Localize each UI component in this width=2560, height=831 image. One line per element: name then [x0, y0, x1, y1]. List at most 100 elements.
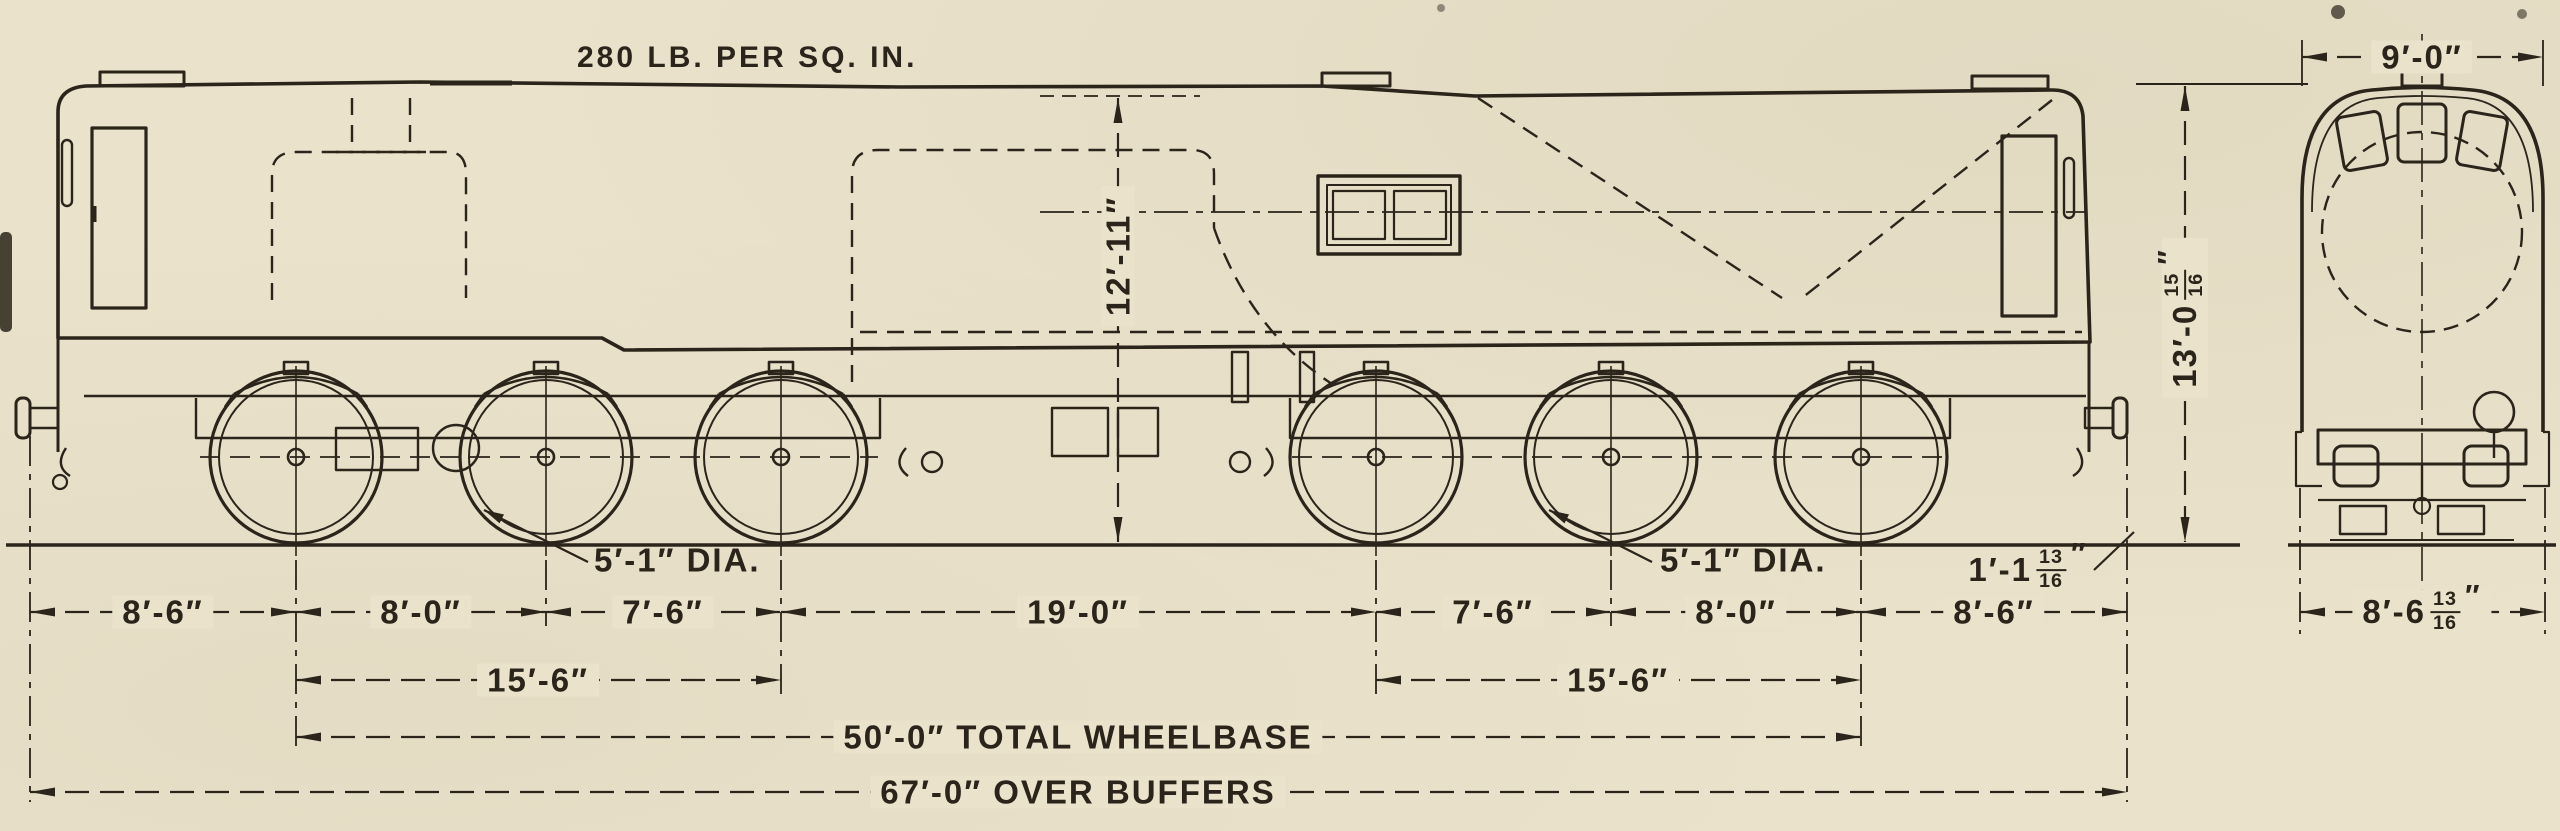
dim-axle-spacing-5: 7′-6″	[1442, 595, 1544, 629]
dim-whole: 8′-6	[2362, 593, 2427, 631]
fraction-denominator: 16	[2433, 612, 2458, 635]
coupling-hook-ring	[2412, 496, 2432, 516]
bogie-frame-left	[194, 398, 882, 440]
window-pane-left	[1331, 189, 1387, 241]
leader-wheel-dia-right	[1548, 509, 1653, 563]
dim-front-width: 9′-0″	[2371, 40, 2473, 74]
dashed-firebox-casing	[850, 148, 1216, 382]
dim-axle-spacing-3: 7′-6″	[612, 595, 714, 629]
front-cab-door	[2000, 134, 2058, 318]
window-inner-frame	[1326, 184, 1452, 246]
internal-dashed-details	[270, 96, 2082, 386]
boiler-pressure-note: 280 LB. PER SQ. IN.	[577, 41, 918, 74]
dim-axle-spacing-6: 8′-0″	[1685, 595, 1787, 629]
fraction-numerator: 13	[2036, 546, 2067, 572]
dim-bogie-wheelbase-right: 15′-6″	[1557, 663, 1679, 697]
loco-body-outline	[56, 80, 2092, 352]
rear-cab-door	[90, 126, 148, 310]
step-left	[2294, 430, 2322, 488]
drawgear-pin-left	[920, 450, 944, 474]
dim-unit: ″	[2152, 248, 2186, 265]
pump-cylinder	[431, 423, 481, 473]
leader-wheel-dia-left	[483, 509, 589, 563]
dim-axle-spacing-2: 8′-0″	[370, 595, 472, 629]
roof-vent-front	[1970, 74, 2050, 91]
bogie-frame-right	[1288, 398, 1952, 440]
dashed-duct-diagonal-left	[1477, 96, 1783, 300]
wheel-diameter-label-right: 5′-1″ DIA.	[1660, 541, 1827, 579]
front-window-right	[2455, 110, 2509, 172]
dim-unit: ″	[2071, 537, 2088, 571]
scan-edge-blob	[0, 232, 12, 332]
wheel-diameter-label-left: 5′-1″ DIA.	[594, 541, 761, 579]
buffer-head	[2111, 396, 2129, 440]
coupling-center	[2410, 462, 2434, 498]
dim-unit: ″	[2465, 579, 2482, 613]
equipment-box	[334, 426, 420, 472]
roof-vent-rear	[98, 70, 186, 88]
rear-buffer	[14, 338, 71, 491]
scan-speck-1	[2331, 5, 2345, 19]
axlebox-right	[2436, 504, 2486, 536]
dim-over-buffers: 67′-0″ OVER BUFFERS	[870, 775, 1286, 809]
pipe-left	[1230, 350, 1250, 404]
fraction-numerator: 15	[2161, 269, 2187, 300]
front-chassis	[2294, 390, 2551, 541]
front-elevation-drawing	[2288, 34, 2556, 590]
dim-whole: 13′-0	[2166, 303, 2204, 388]
front-buffer	[2072, 342, 2129, 478]
front-buffer-right	[2462, 444, 2510, 488]
fraction-denominator: 16	[2185, 272, 2208, 297]
front-window-left	[2335, 110, 2389, 172]
front-buffer-left	[2332, 444, 2380, 488]
drawbar-hook-left	[898, 447, 909, 477]
buffer-head	[14, 396, 32, 440]
drawgear-pin-right	[1228, 450, 1252, 474]
coupling-hook	[59, 447, 71, 478]
coupling-link	[51, 473, 69, 491]
leader-step-height	[2093, 531, 2135, 571]
dim-total-wheelbase: 50′-0″ TOTAL WHEELBASE	[833, 720, 1323, 754]
rear-lookout-slot	[60, 138, 74, 208]
pipe-right	[1298, 350, 1316, 404]
machinery-box-a	[1050, 406, 1110, 458]
fraction-denominator: 16	[2039, 570, 2064, 593]
step-right	[2523, 430, 2551, 488]
dashed-casing-sweep	[1212, 227, 1333, 386]
window-pane-right	[1392, 189, 1448, 241]
dim-bogie-wheelbase-left: 15′-6″	[477, 663, 599, 697]
machinery-box-b	[1116, 406, 1160, 458]
front-body-outline	[2300, 85, 2545, 432]
scan-speck-3	[1437, 4, 1445, 12]
ext-front-width-ticks	[2301, 40, 2544, 86]
vacuum-pipe-head	[2472, 390, 2516, 434]
side-elevation-drawing	[6, 70, 2240, 556]
dashed-chimney	[336, 98, 426, 154]
axle-centerlines	[295, 366, 1862, 556]
scan-artifacts	[0, 4, 2527, 332]
dashed-duct-diagonal-right	[1801, 99, 2053, 299]
side-window-pair	[1316, 174, 1462, 256]
coupling-hook	[2072, 447, 2084, 478]
front-handrail-slot	[2062, 156, 2076, 220]
drawbar-hook-right	[1263, 447, 1274, 477]
dim-axle-spacing-7: 8′-6″	[1943, 595, 2045, 629]
dimension-lines	[30, 52, 2545, 797]
axlebox-left	[2338, 504, 2388, 536]
dimension-helpers	[483, 40, 2544, 571]
buffer-shank	[28, 406, 60, 430]
window-outer-frame	[1316, 174, 1462, 256]
scan-speck-2	[2517, 9, 2527, 19]
buffer-shank	[2083, 406, 2115, 430]
dim-height-rail-to-roof: 12′-11″	[1100, 185, 1137, 327]
dim-whole: 1′-1	[1968, 551, 2033, 589]
dashed-boiler-rear	[270, 150, 468, 300]
